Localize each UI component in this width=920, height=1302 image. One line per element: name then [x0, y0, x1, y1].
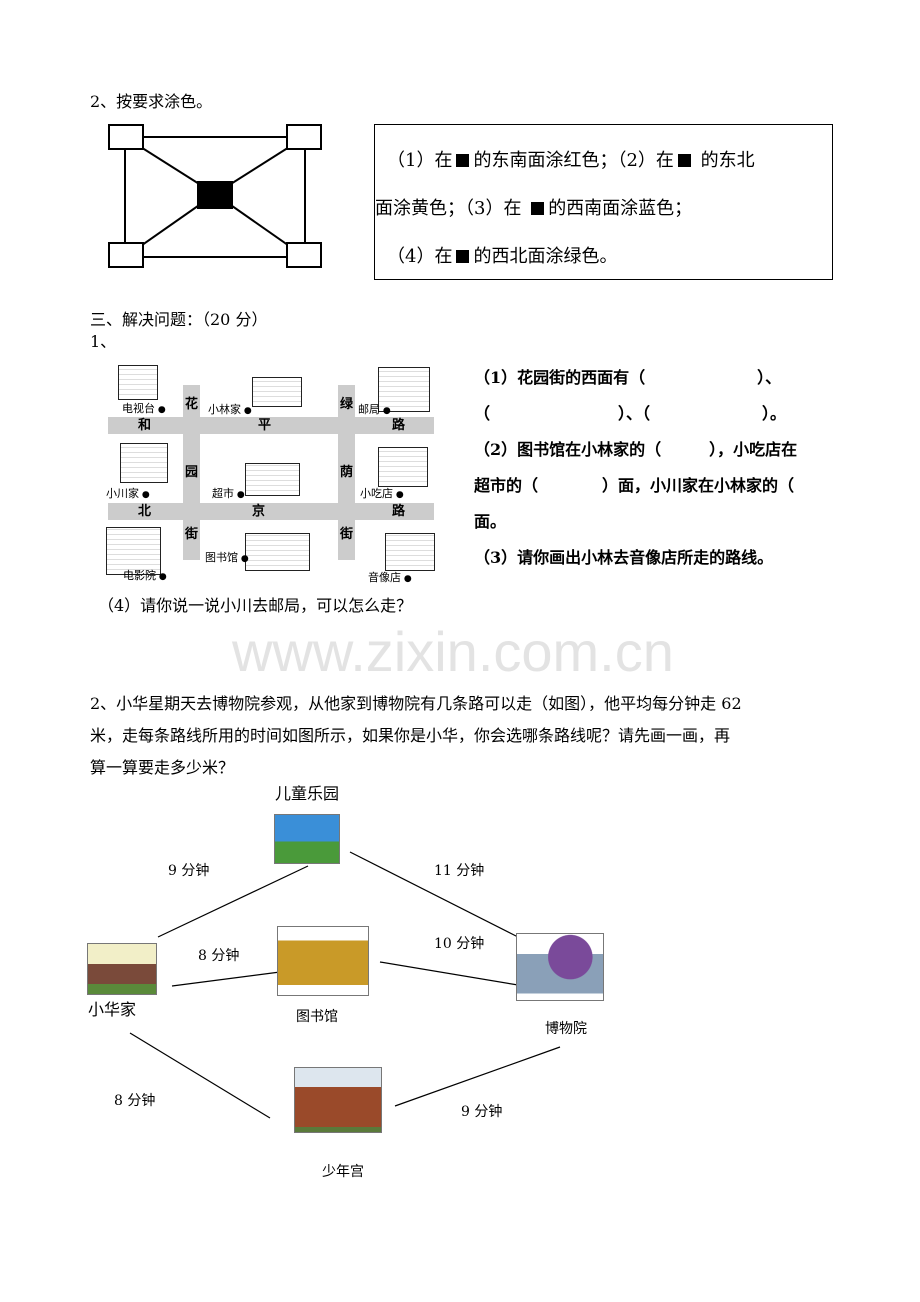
question-text: （1）花园街的西面有（ ）、	[474, 368, 782, 387]
library-image	[277, 926, 369, 996]
node-label-park: 儿童乐园	[275, 784, 340, 803]
question-text: （2）图书馆在小林家的（ ），小吃店在	[474, 440, 798, 459]
black-square-icon	[456, 154, 470, 167]
home-image	[87, 943, 157, 995]
question-text: （ ）、（ ）。	[474, 404, 787, 423]
edge-label: 9 分钟	[461, 1104, 503, 1120]
node-label-library: 图书馆	[296, 1009, 338, 1025]
problem-2: 2、小华星期天去博物院参观，从他家到博物院有几条路可以走（如图），他平均每分钟走…	[90, 688, 742, 784]
direction-diagram	[108, 124, 322, 268]
road-label: 荫	[340, 465, 354, 480]
street-map: 和 平 路 北 京 路 花 园 街 绿 荫 街 电视台 小林家 邮局 小川家 超…	[90, 355, 450, 585]
section-title: 三、解决问题：（20 分）	[90, 310, 268, 329]
road-label: 路	[392, 418, 406, 433]
edge-label: 8 分钟	[114, 1093, 156, 1109]
problem-text: 米，走每条路线所用的时间如图所示，如果你是小华，你会选哪条路线呢？请先画一画，再	[90, 726, 731, 745]
edge-label: 8 分钟	[198, 948, 240, 964]
place-label: 超市	[212, 487, 245, 502]
road-label: 路	[392, 504, 406, 519]
place-label: 音像店	[368, 571, 412, 586]
instr-text: 面涂黄色；（3）在	[375, 198, 522, 219]
instr-text: （4）在	[387, 246, 453, 267]
road-label: 绿	[340, 397, 354, 412]
instr-text: 的西南面涂蓝色；	[548, 198, 693, 219]
museum-image	[516, 933, 604, 1001]
road-label: 和	[138, 418, 152, 433]
youth-palace-image	[294, 1067, 382, 1133]
node-label-youth: 少年宫	[322, 1164, 364, 1180]
road-label: 街	[340, 527, 354, 542]
park-image	[274, 814, 340, 864]
instr-text: 的东北	[700, 150, 755, 171]
place-label: 小吃店	[360, 487, 404, 502]
road-label: 园	[185, 465, 199, 480]
node-label-museum: 博物院	[545, 1021, 587, 1037]
edge-label: 10 分钟	[434, 936, 485, 952]
black-square-icon	[531, 202, 545, 215]
instr-text: 的东南面涂红色；（2）在	[473, 150, 674, 171]
problem-text: 2、小华星期天去博物院参观，从他家到博物院有几条路可以走（如图），他平均每分钟走…	[90, 694, 742, 713]
road-label: 街	[185, 527, 199, 542]
map-questions: （1）花园街的西面有（ ）、 （ ）、（ ）。 （2）图书馆在小林家的（ ），小…	[474, 360, 797, 576]
road-label: 京	[252, 504, 266, 519]
road-label: 花	[185, 397, 199, 412]
place-label: 小林家	[208, 403, 252, 418]
edge-label: 11 分钟	[434, 863, 485, 879]
section-title: 2、按要求涂色。	[90, 92, 213, 111]
node-label-home: 小华家	[88, 1000, 137, 1019]
question-number: 1、	[90, 332, 117, 351]
black-square-icon	[456, 250, 470, 263]
place-label: 图书馆	[205, 551, 249, 566]
edge-label: 9 分钟	[168, 863, 210, 879]
black-square-icon	[677, 154, 691, 167]
instr-text: 的西北面涂绿色。	[473, 246, 618, 267]
place-label: 电影院	[123, 569, 167, 584]
instr-text: （1）在	[387, 150, 453, 171]
question-text: 面。	[474, 512, 507, 531]
instruction-box: （1）在的东南面涂红色；（2）在 的东北 面涂黄色；（3）在 的西南面涂蓝色； …	[374, 124, 833, 280]
question-text: （3）请你画出小林去音像店所走的路线。	[474, 548, 774, 567]
place-label: 邮局	[358, 403, 391, 418]
watermark: www.zixin.com.cn	[232, 620, 674, 683]
place-label: 电视台	[122, 402, 166, 417]
question-text: 超市的（ ）面，小川家在小林家的（	[474, 476, 795, 495]
problem-text: 算一算要走多少米？	[90, 758, 235, 777]
place-label: 小川家	[106, 487, 150, 502]
question-text: （4）请你说一说小川去邮局，可以怎么走？	[98, 596, 413, 615]
road-label: 平	[258, 418, 272, 433]
road-label: 北	[138, 504, 152, 519]
